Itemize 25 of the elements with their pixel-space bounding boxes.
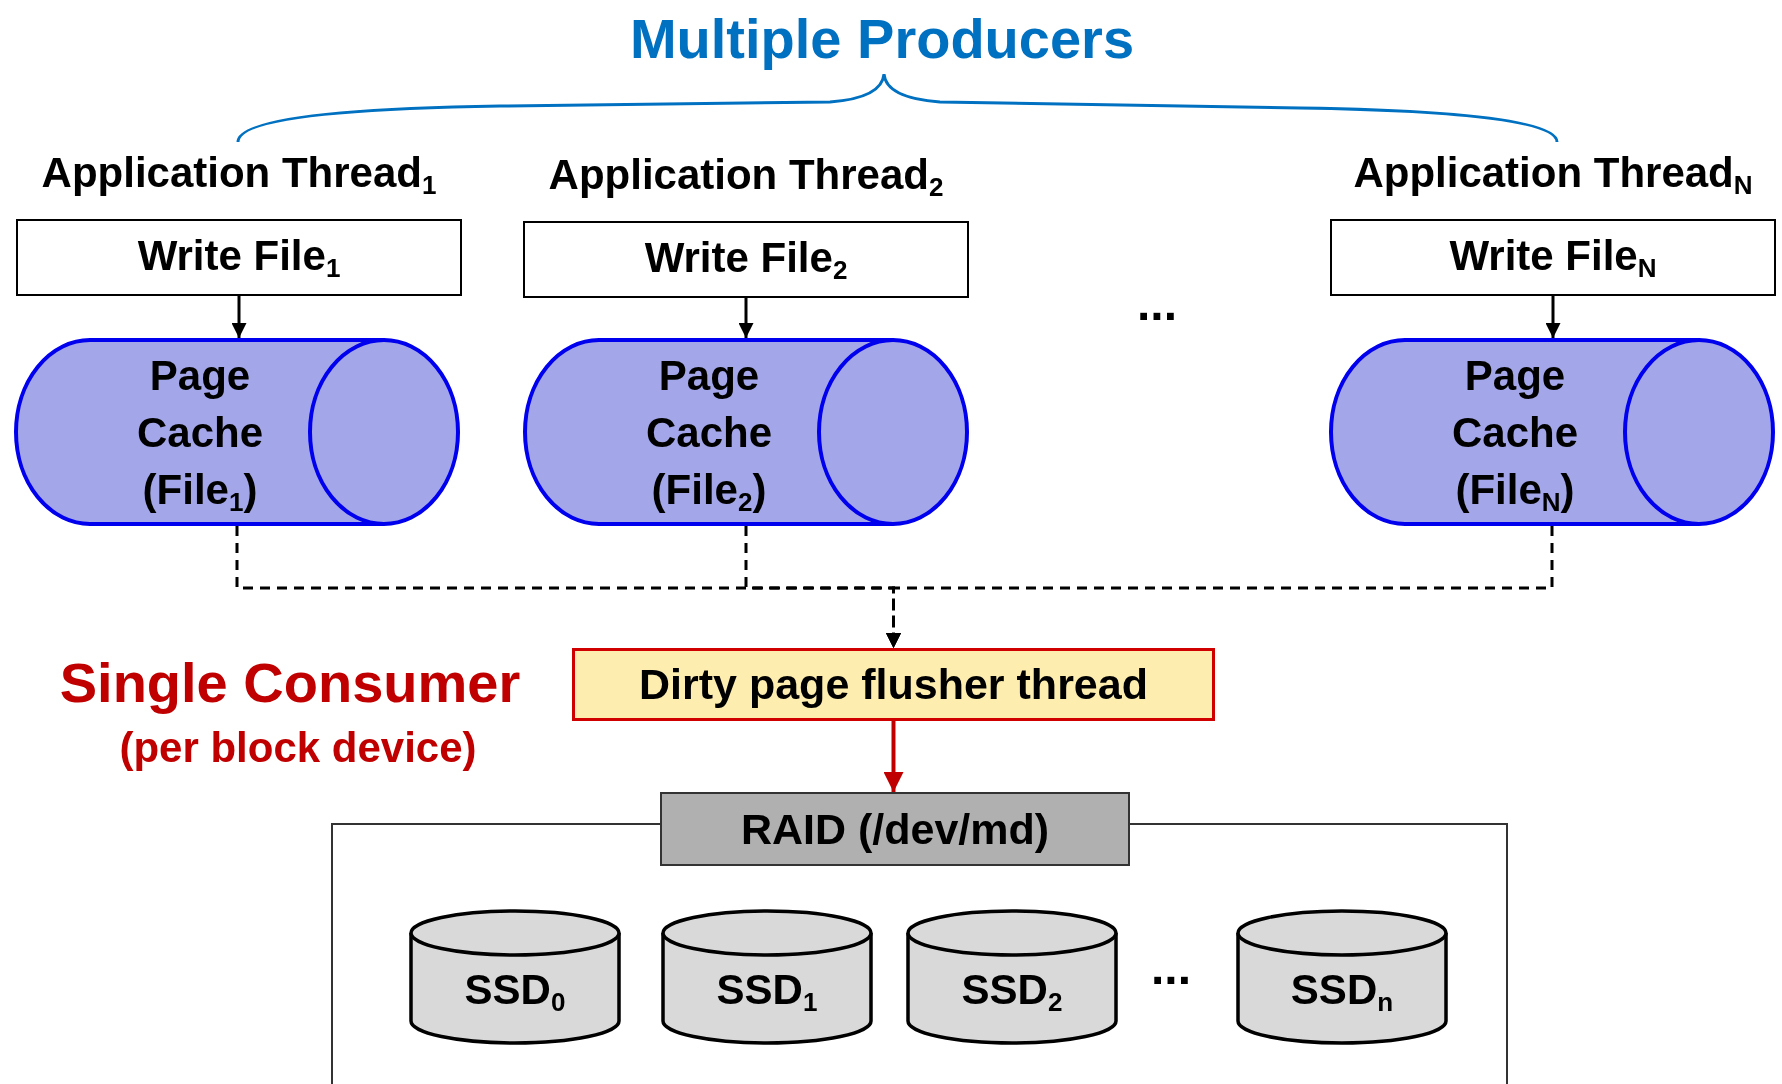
ssd-label: SSD$_{2}$ — [960, 967, 1064, 1014]
consumer-note: (per block device) — [119, 725, 477, 772]
arrow — [886, 526, 1554, 648]
ssd-label: SSD$_{0}$ — [463, 967, 567, 1014]
arrow — [883, 721, 904, 792]
ssd-label: SSD$_{n}$ — [1289, 967, 1395, 1014]
process-box: Dirty page flusher thread — [572, 648, 1215, 721]
cache-label: Page Cache (File$_{N}$) — [1450, 351, 1580, 518]
thread-label: Application Thread$_{1}$ — [40, 150, 438, 197]
thread-label: Application Thread$_{2}$ — [547, 152, 945, 199]
cache-label: Page Cache (File$_{1}$) — [135, 351, 265, 518]
title: Multiple Producers — [629, 8, 1135, 70]
write-file-box: Write File$_{1}$ — [16, 219, 462, 296]
arrow — [738, 298, 754, 338]
thread-label: Application Thread$_{N}$ — [1352, 150, 1754, 197]
consumer-title: Single Consumer — [59, 652, 521, 714]
ssd-label: SSD$_{1}$ — [715, 967, 819, 1014]
arrow — [231, 296, 247, 338]
write-file-box: Write File$_{2}$ — [523, 221, 969, 298]
ellipsis: ... — [1137, 278, 1177, 331]
ellipsis: ... — [1151, 942, 1191, 995]
raid-box: RAID (/dev/md) — [660, 792, 1130, 866]
cache-label: Page Cache (File$_{2}$) — [644, 351, 774, 518]
write-file-box: Write File$_{N}$ — [1330, 219, 1776, 296]
arrow — [1545, 296, 1561, 338]
